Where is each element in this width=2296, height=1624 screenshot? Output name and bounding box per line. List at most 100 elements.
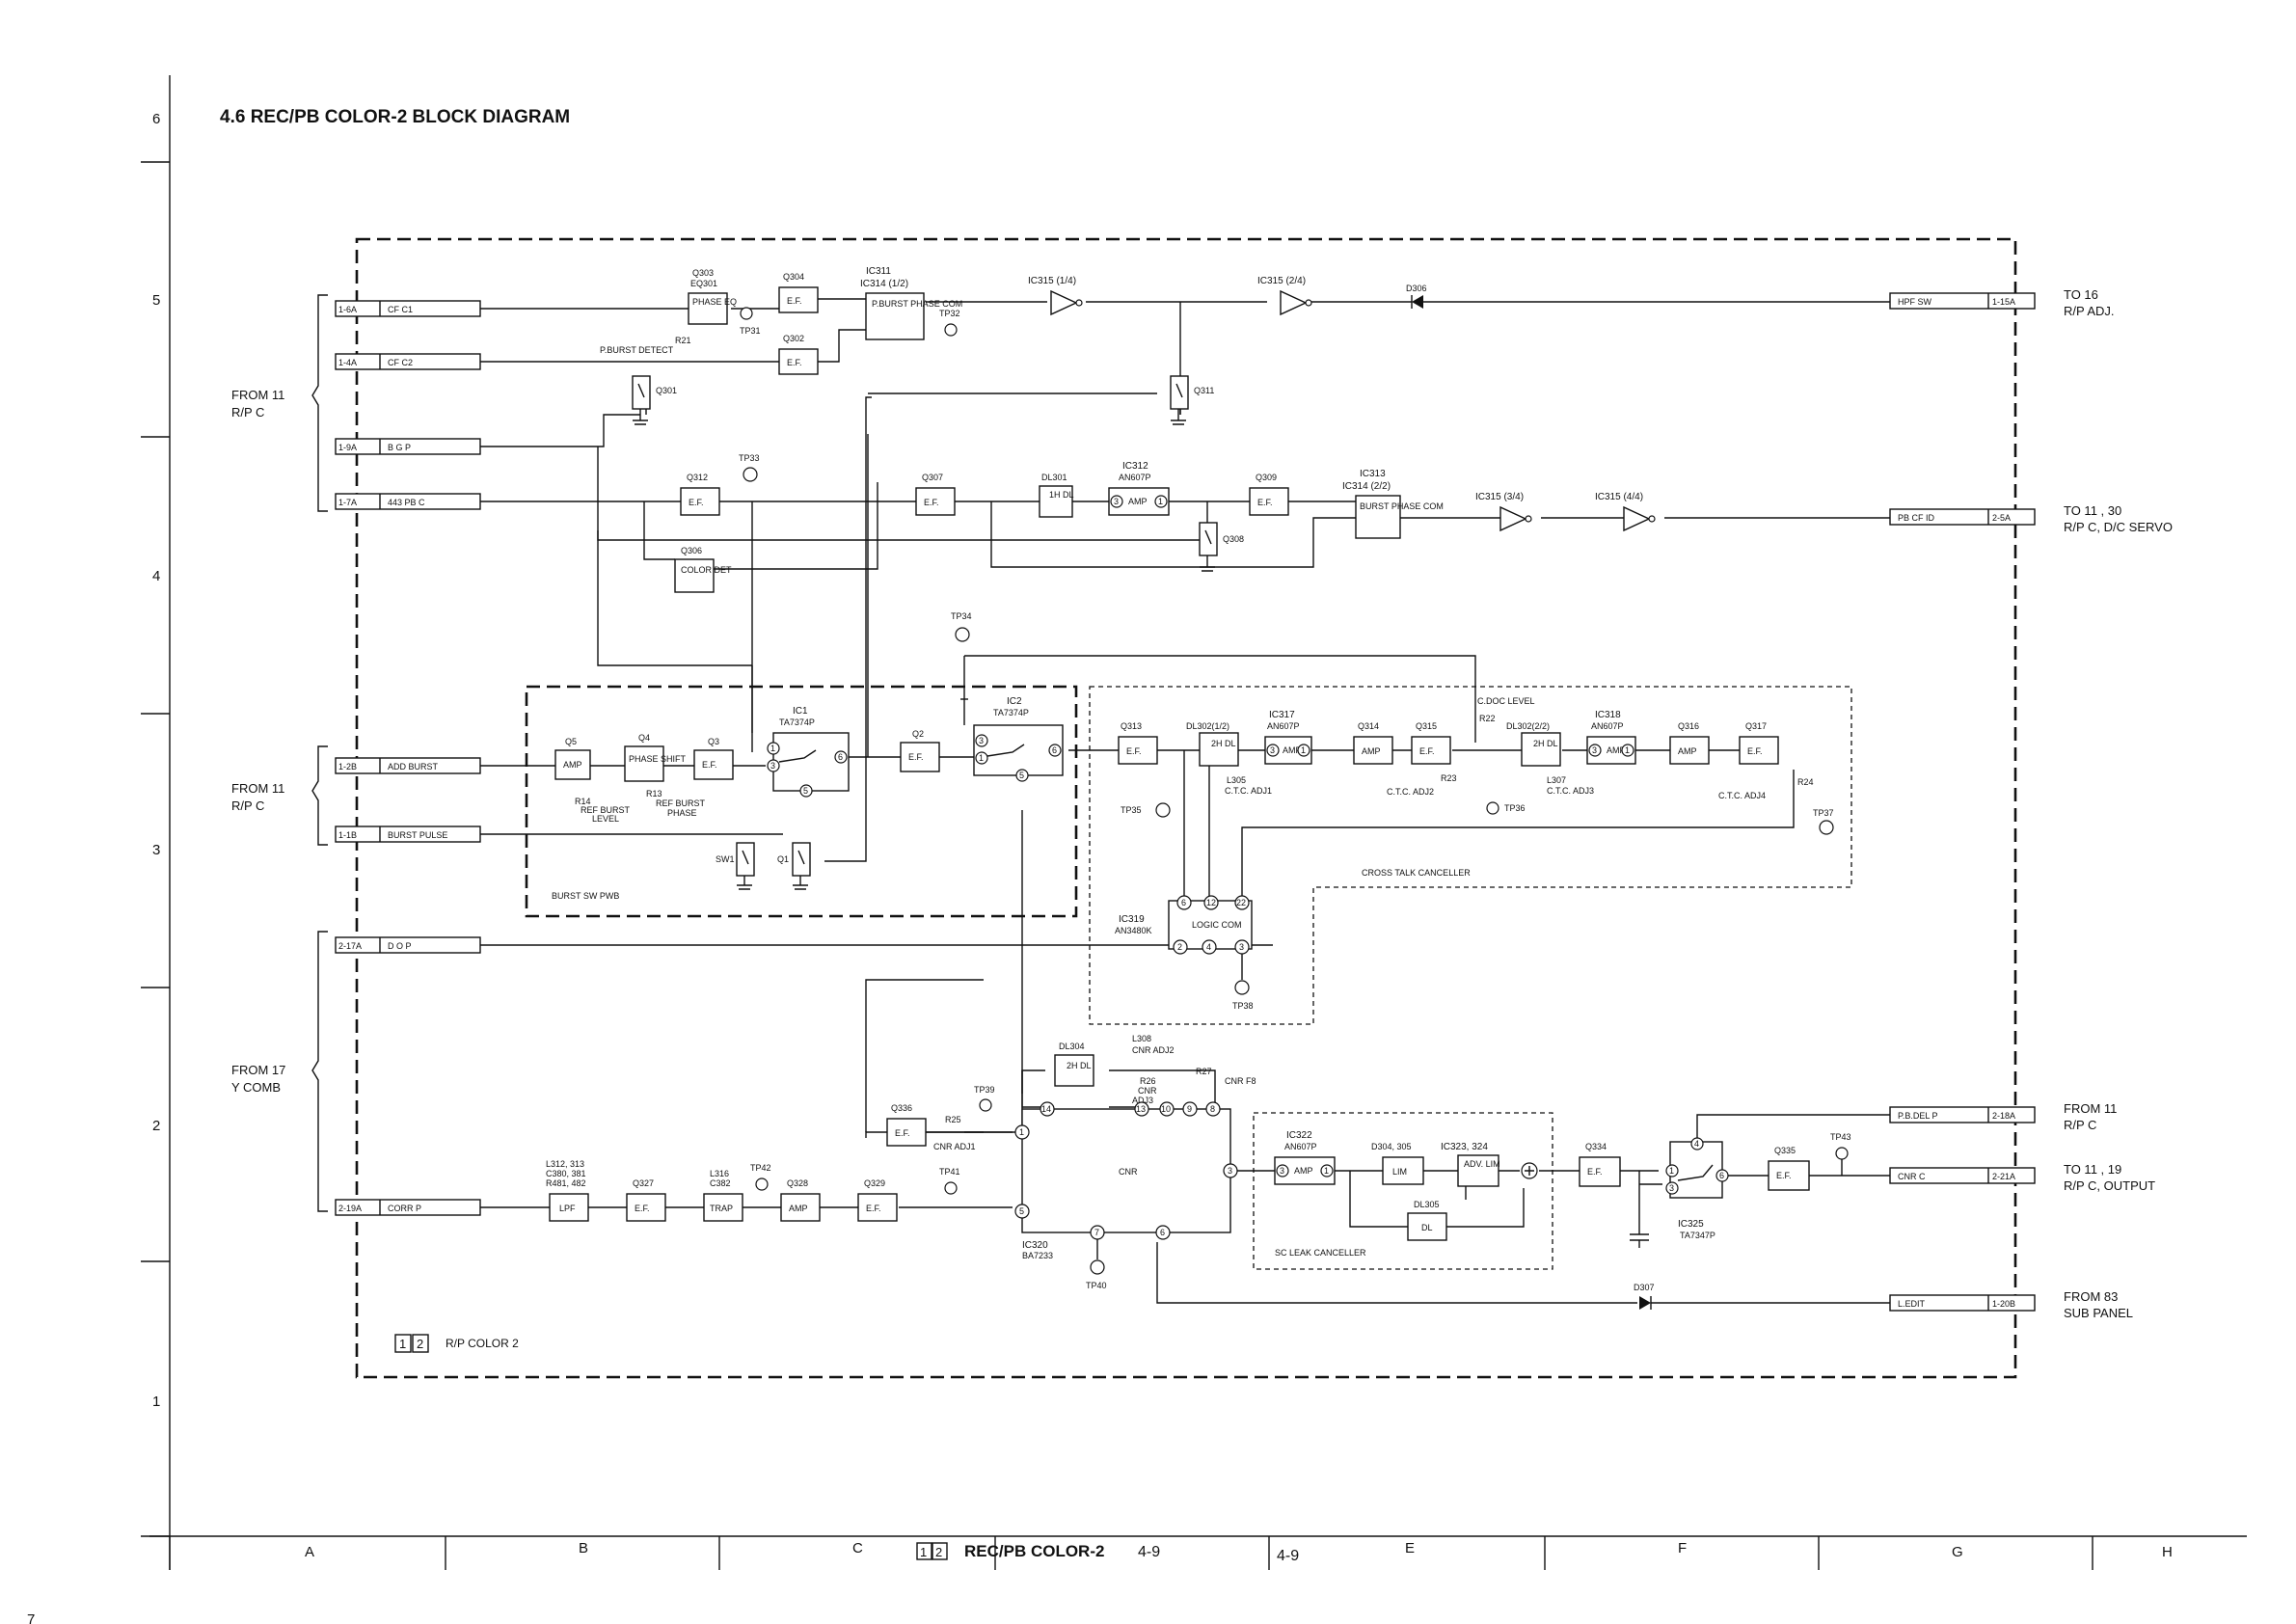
dest-subpanel-line1: FROM 83 — [2064, 1289, 2118, 1304]
svg-text:1-6A: 1-6A — [338, 305, 357, 314]
dest-from-rpc-line1: FROM 11 — [2064, 1101, 2117, 1116]
q311-switch: Q311 — [1170, 375, 1214, 425]
board-box-1-label: 1 — [399, 1337, 406, 1351]
svg-text:AMP: AMP — [1294, 1166, 1313, 1176]
q303-label: Q303 — [692, 268, 714, 278]
svg-text:AMP: AMP — [789, 1204, 808, 1213]
footer-page-right: 4-9 — [1277, 1548, 1299, 1564]
tp39-test-point — [979, 1098, 992, 1112]
svg-text:Q3: Q3 — [708, 737, 719, 746]
svg-text:HPF SW: HPF SW — [1898, 297, 1932, 307]
svg-text:2-17A: 2-17A — [338, 941, 362, 951]
wires-top — [480, 298, 1890, 752]
source-rpc-b-line2: R/P C — [231, 798, 264, 813]
svg-text:Q335: Q335 — [1774, 1146, 1796, 1155]
svg-text:1-1B: 1-1B — [338, 830, 357, 840]
dl305-block: DL DL305 — [1407, 1200, 1447, 1241]
dest-subpanel-line2: SUB PANEL — [2064, 1306, 2133, 1320]
svg-text:1-15A: 1-15A — [1992, 297, 2015, 307]
q5-amp: AMP Q5 — [554, 737, 591, 780]
svg-text:ADV. LIM: ADV. LIM — [1464, 1159, 1500, 1169]
footer-box-2: 2 — [935, 1545, 942, 1559]
r23-label: R23 — [1441, 773, 1457, 783]
svg-text:IC318: IC318 — [1595, 710, 1621, 720]
sc-leak-canceller-boundary — [1253, 1112, 1553, 1270]
svg-text:2-19A: 2-19A — [338, 1204, 362, 1213]
svg-text:BA7233: BA7233 — [1022, 1251, 1053, 1260]
tp33-test-point — [743, 467, 758, 482]
svg-text:12: 12 — [1206, 898, 1216, 907]
svg-text:2-18A: 2-18A — [1992, 1111, 2015, 1121]
tp42-test-point — [755, 1177, 769, 1191]
q329-ef: E.F. Q329 — [857, 1178, 898, 1222]
svg-text:Q329: Q329 — [864, 1178, 885, 1188]
ic315-1-inverter: IC315 (1/4) — [1028, 276, 1083, 316]
svg-text:Q302: Q302 — [783, 334, 804, 343]
ic2-switch: 3 1 6 5 IC2 TA7374P — [973, 696, 1064, 782]
col-letter-h: H — [2162, 1544, 2173, 1560]
svg-text:6: 6 — [1160, 1228, 1165, 1237]
tp31-test-point — [740, 307, 753, 320]
svg-text:PB CF ID: PB CF ID — [1898, 513, 1935, 523]
tp31-label: TP31 — [740, 326, 761, 336]
svg-text:AN3480K: AN3480K — [1115, 926, 1152, 935]
tp43-label: TP43 — [1830, 1132, 1851, 1142]
tp39-label: TP39 — [974, 1085, 995, 1095]
dl301-1h-dl: 1H DL DL301 — [1039, 473, 1074, 518]
svg-text:3: 3 — [1270, 745, 1275, 755]
svg-text:L312, 313: L312, 313 — [546, 1159, 584, 1169]
svg-text:CORR P: CORR P — [388, 1204, 421, 1213]
q316-amp: AMP Q316 — [1669, 721, 1710, 765]
svg-text:Q312: Q312 — [687, 473, 708, 482]
q312-ef: E.F. Q312 — [680, 473, 720, 516]
q327-ef: E.F. Q327 — [626, 1178, 666, 1222]
svg-text:1-2B: 1-2B — [338, 762, 357, 771]
svg-text:1H DL: 1H DL — [1049, 490, 1074, 500]
q302-ef: E.F. Q302 — [778, 334, 819, 375]
page-title: 4.6 REC/PB COLOR-2 BLOCK DIAGRAM — [220, 107, 570, 127]
ref-burst-level-2: LEVEL — [592, 814, 619, 824]
ic317-amp: 3 AMP 1 IC317 AN607P — [1264, 710, 1312, 765]
ctc-adj4-label: C.T.C. ADJ4 — [1718, 791, 1766, 800]
svg-text:IC320: IC320 — [1022, 1240, 1048, 1251]
svg-text:Q334: Q334 — [1585, 1142, 1607, 1151]
svg-text:Q317: Q317 — [1745, 721, 1767, 731]
svg-text:1-7A: 1-7A — [338, 498, 357, 507]
col-letter-c: C — [852, 1540, 863, 1556]
dest-rp-adj-line2: R/P ADJ. — [2064, 304, 2115, 318]
svg-text:IC314 (2/2): IC314 (2/2) — [1342, 481, 1391, 492]
svg-text:IC315 (1/4): IC315 (1/4) — [1028, 276, 1076, 286]
svg-text:AMP: AMP — [1607, 745, 1626, 755]
svg-text:1: 1 — [1019, 1127, 1024, 1137]
svg-text:E.F.: E.F. — [1776, 1171, 1792, 1180]
r22-label: R22 — [1479, 714, 1496, 723]
tp38-label: TP38 — [1232, 1001, 1254, 1011]
svg-text:Q301: Q301 — [656, 386, 677, 395]
tp36-test-point — [1486, 801, 1499, 815]
source-rpc-b-line1: FROM 11 — [231, 781, 284, 796]
svg-text:IC312: IC312 — [1122, 461, 1148, 472]
r13-label: R13 — [646, 789, 662, 798]
lpf-block: LPF L312, 313 C380, 381 R481, 482 — [546, 1159, 589, 1222]
svg-text:DL: DL — [1421, 1223, 1433, 1232]
svg-text:Q5: Q5 — [565, 737, 577, 746]
svg-text:443 PB C: 443 PB C — [388, 498, 425, 507]
dl304-2h-dl: 2H DL DL304 — [1054, 1042, 1094, 1087]
tp41-test-point — [944, 1181, 958, 1195]
l305-label: L305 — [1227, 775, 1246, 785]
q307-ef: E.F. Q307 — [915, 473, 956, 516]
svg-text:3: 3 — [1239, 942, 1244, 952]
svg-text:3: 3 — [979, 736, 984, 745]
svg-text:COLOR DET: COLOR DET — [681, 565, 732, 575]
svg-text:3: 3 — [1114, 497, 1119, 506]
cnr-block: CNR 1 5 14 13 10 9 8 3 7 6 IC320 BA7233 — [1014, 1101, 1238, 1260]
svg-text:3: 3 — [1280, 1166, 1284, 1176]
svg-text:AMP: AMP — [1128, 497, 1148, 506]
ic315-4-inverter: IC315 (4/4) — [1595, 492, 1656, 532]
tp32-test-point — [944, 323, 958, 337]
svg-text:10: 10 — [1161, 1104, 1171, 1114]
svg-text:R481, 482: R481, 482 — [546, 1178, 586, 1188]
svg-text:E.F.: E.F. — [787, 296, 802, 306]
